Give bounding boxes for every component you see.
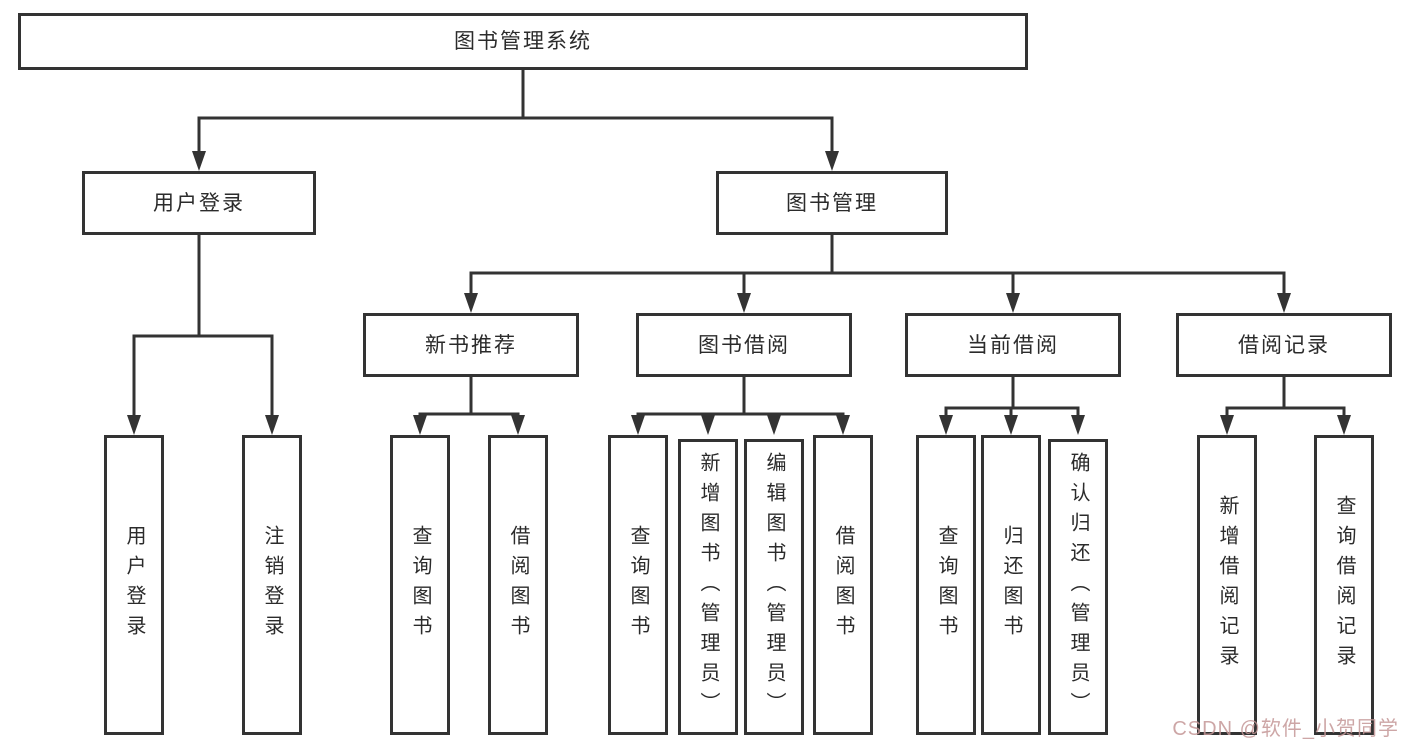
leaf-logout: 注销登录 (242, 435, 302, 735)
leaf-query-borrow-record: 查询借阅记录 (1314, 435, 1374, 735)
leaf-query-book-1: 查询图书 (390, 435, 450, 735)
leaf-borrow-book-2: 借阅图书 (813, 435, 873, 735)
leaf-confirm-return-admin: 确认归还（管理员） (1048, 439, 1108, 735)
node-book-borrow: 图书借阅 (636, 313, 852, 377)
node-user-login: 用户登录 (82, 171, 316, 235)
node-new-book-recommend: 新书推荐 (363, 313, 579, 377)
leaf-add-borrow-record: 新增借阅记录 (1197, 435, 1257, 735)
leaf-user-login: 用户登录 (104, 435, 164, 735)
node-book-management: 图书管理 (716, 171, 948, 235)
node-borrow-record: 借阅记录 (1176, 313, 1392, 377)
leaf-borrow-book-1: 借阅图书 (488, 435, 548, 735)
leaf-add-book-admin: 新增图书（管理员） (678, 439, 738, 735)
leaf-query-book-2: 查询图书 (608, 435, 668, 735)
leaf-return-book: 归还图书 (981, 435, 1041, 735)
leaf-query-book-3: 查询图书 (916, 435, 976, 735)
node-current-borrow: 当前借阅 (905, 313, 1121, 377)
node-root-system: 图书管理系统 (18, 13, 1028, 70)
leaf-edit-book-admin: 编辑图书（管理员） (744, 439, 804, 735)
